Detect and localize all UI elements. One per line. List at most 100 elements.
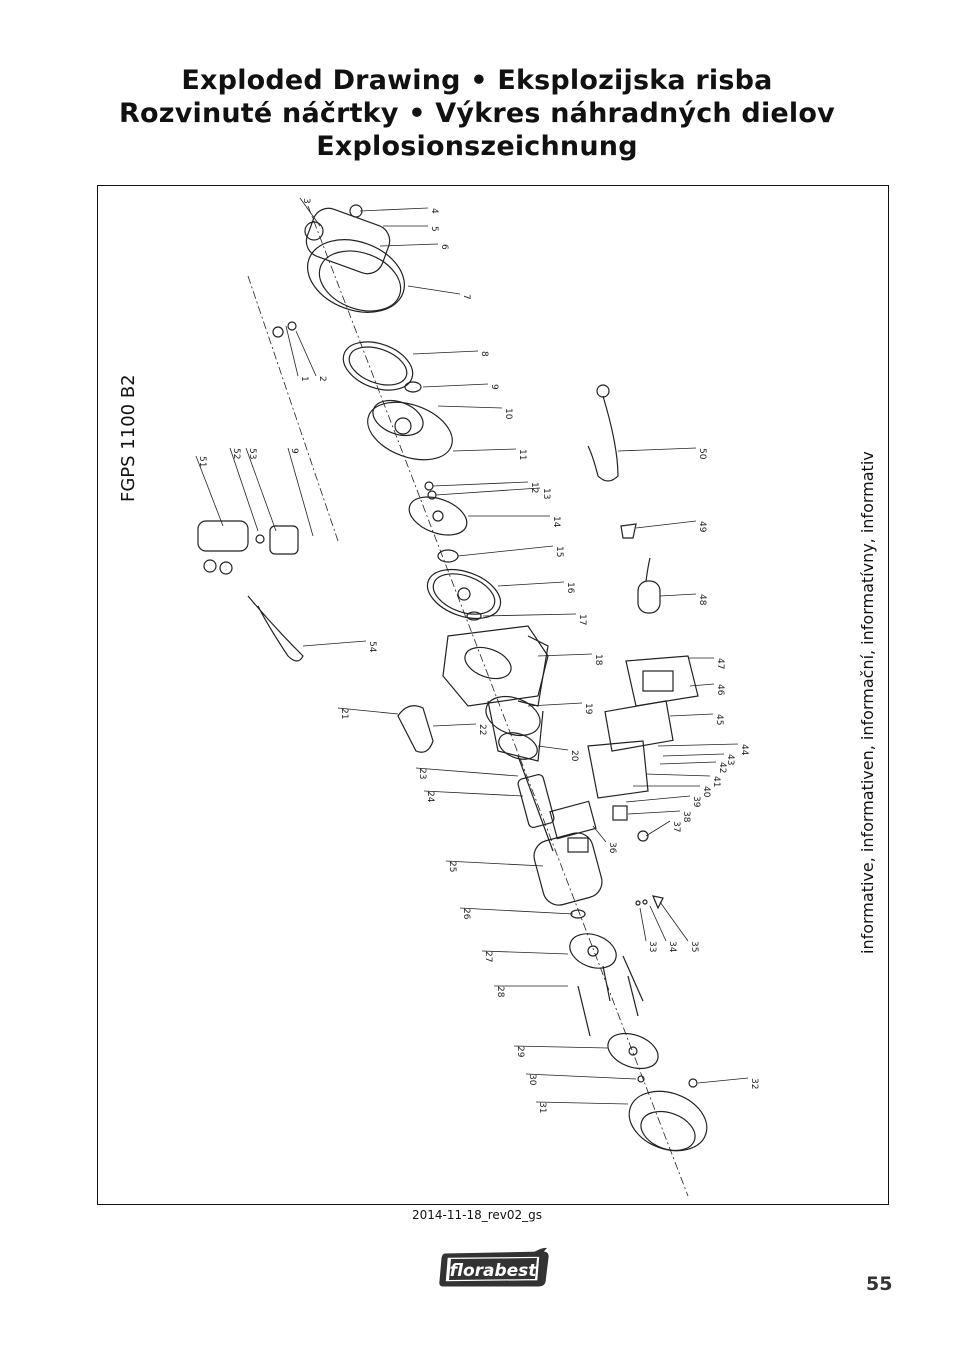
part-number-label: 50	[697, 448, 707, 460]
part-leader-line	[535, 1101, 629, 1105]
part-leader-line	[245, 447, 277, 532]
part-number-label: 12	[529, 482, 539, 493]
part-leader-line	[649, 905, 667, 942]
part-leader-line	[457, 545, 554, 557]
part-leader-line	[435, 487, 541, 496]
part-leader-line	[423, 790, 524, 797]
part-number-label: 41	[711, 776, 721, 787]
part-number-label: 18	[593, 654, 603, 666]
part-leader-line	[285, 325, 299, 377]
part-number-label: 46	[715, 684, 725, 696]
part-leader-line	[359, 207, 429, 212]
part-leader-line	[195, 455, 224, 527]
part-leader-line	[627, 810, 681, 815]
part-number-label: 19	[583, 703, 593, 715]
part-number-label: 24	[425, 791, 435, 803]
part-leader-line	[617, 447, 697, 452]
part-leader-line	[537, 745, 569, 751]
part-number-label: 9	[489, 384, 499, 390]
part-leader-line	[659, 761, 717, 765]
part-leader-line	[659, 593, 697, 597]
title-line-2: Rozvinuté náčrtky • Výkres náhradných di…	[119, 98, 835, 129]
florabest-logo: florabest	[439, 1247, 549, 1287]
part-number-label: 32	[749, 1078, 759, 1089]
part-number-label: 54	[367, 641, 377, 653]
revision-label: 2014-11-18_rev02_gs	[411, 1208, 543, 1222]
part-leader-line	[662, 753, 725, 757]
part-leader-line	[527, 702, 583, 707]
part-leader-line	[697, 1077, 749, 1084]
part-number-label: 27	[483, 951, 493, 962]
part-number-label: 11	[517, 449, 527, 460]
part-leader-line	[497, 581, 565, 587]
part-leader-line	[481, 950, 569, 955]
part-number-label: 30	[527, 1074, 537, 1086]
part-leader-line	[229, 447, 259, 532]
part-number-label: 36	[607, 842, 617, 854]
part-leader-line	[689, 683, 715, 687]
page-title: Exploded Drawing • Eksplozijska risba Ro…	[0, 64, 954, 163]
part-number-label: 9	[289, 448, 299, 454]
title-line-1: Exploded Drawing • Eksplozijska risba	[181, 65, 773, 96]
part-number-label: 15	[554, 546, 564, 557]
part-number-label: 3	[301, 198, 311, 204]
part-leader-line	[525, 1073, 637, 1080]
part-number-label: 48	[697, 594, 707, 606]
part-leader-line	[299, 197, 321, 227]
part-leader-line	[592, 825, 607, 843]
part-leader-line	[669, 713, 714, 717]
part-number-label: 42	[717, 762, 727, 773]
part-number-label: 1	[299, 376, 309, 382]
part-leader-line	[295, 330, 317, 377]
part-number-label: 2	[317, 376, 327, 382]
page-number: 55	[866, 1273, 893, 1295]
part-leader-line	[337, 707, 399, 715]
part-leader-line	[635, 520, 697, 529]
part-leader-line	[432, 723, 477, 727]
part-number-label: 34	[667, 941, 677, 953]
part-leader-line	[452, 448, 517, 452]
part-number-label: 20	[569, 750, 579, 762]
part-leader-line	[645, 773, 711, 777]
model-label: FGPS 1100 B2	[118, 374, 139, 502]
part-number-label: 4	[429, 208, 439, 214]
part-number-label: 23	[417, 768, 427, 779]
part-leader-line	[379, 243, 439, 247]
part-number-label: 47	[715, 658, 725, 669]
part-leader-line	[639, 907, 647, 942]
part-leader-line	[302, 640, 367, 647]
part-leader-line	[415, 767, 519, 777]
part-number-label: 7	[461, 294, 471, 300]
part-leader-line	[437, 405, 503, 409]
part-number-label: 8	[479, 351, 489, 357]
part-number-label: 14	[551, 516, 561, 528]
part-number-label: 21	[339, 708, 349, 719]
part-leader-line	[412, 350, 479, 355]
part-number-label: 53	[247, 448, 257, 459]
part-leader-line	[659, 901, 689, 942]
part-number-label: 45	[714, 714, 724, 725]
part-leader-line	[287, 447, 314, 537]
part-number-label: 28	[495, 986, 505, 998]
part-number-label: 35	[689, 941, 699, 952]
part-number-label: 31	[537, 1102, 547, 1113]
logo-text: florabest	[450, 1261, 538, 1281]
part-leader-line	[482, 613, 577, 617]
title-line-3: Explosionszeichnung	[316, 131, 638, 162]
part-number-label: 51	[197, 456, 207, 467]
part-number-label: 10	[503, 408, 513, 420]
part-number-label: 33	[647, 941, 657, 952]
part-leader-line	[422, 383, 489, 388]
part-number-label: 29	[515, 1046, 525, 1058]
part-number-label: 37	[671, 821, 681, 832]
part-number-label: 39	[691, 796, 701, 808]
part-leader-line	[625, 795, 691, 803]
part-number-label: 5	[429, 226, 439, 232]
part-number-label: 22	[477, 724, 487, 735]
part-leader-line	[513, 1045, 609, 1049]
part-number-label: 40	[701, 786, 711, 798]
part-number-label: 52	[231, 448, 241, 459]
part-number-label: 49	[697, 521, 707, 533]
exploded-drawing: 1234567891011121314151617181920212223242…	[195, 197, 759, 1197]
part-number-label: 25	[447, 861, 457, 872]
